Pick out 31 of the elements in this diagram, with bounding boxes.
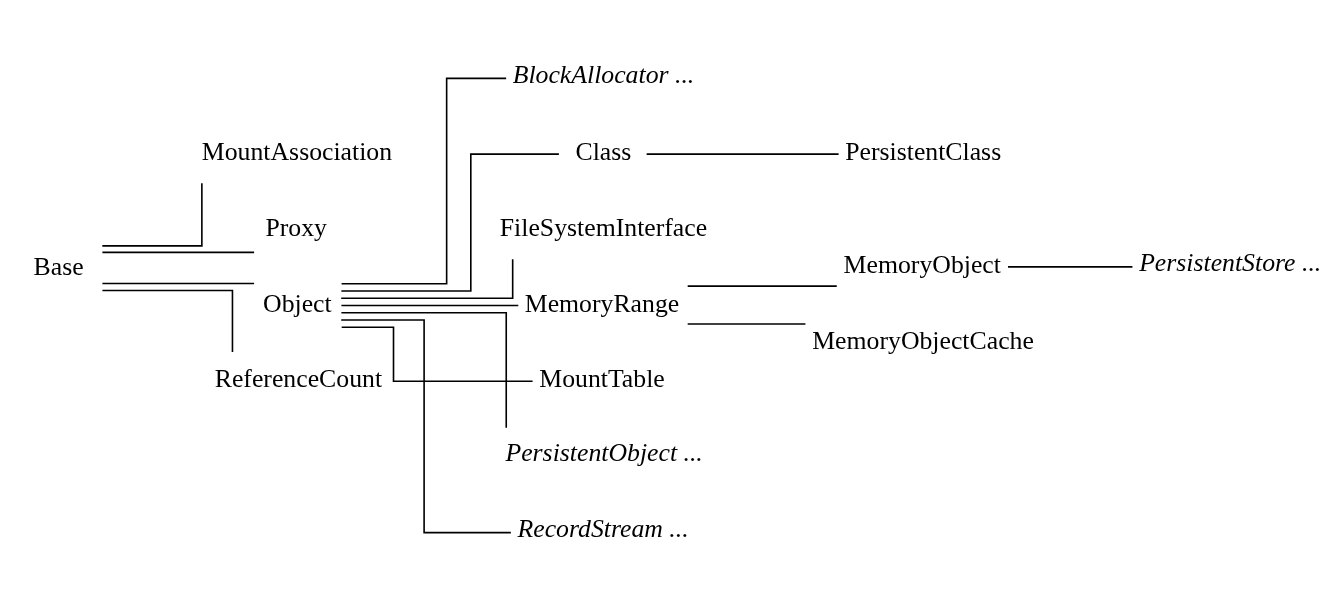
node-text: MountTable xyxy=(539,363,665,393)
connector xyxy=(686,322,807,325)
node-text: RecordStream ... xyxy=(517,513,689,543)
connector xyxy=(340,304,520,306)
node-text: MemoryObjectCache xyxy=(812,325,1034,355)
connector xyxy=(101,251,255,253)
node-text: PersistentClass xyxy=(845,136,1002,166)
connector xyxy=(340,311,508,429)
connector xyxy=(101,282,255,284)
connector xyxy=(101,181,203,247)
node-text: Proxy xyxy=(265,212,328,242)
node-text: PersistentObject ... xyxy=(505,437,703,467)
node-text: PersistentStore ... xyxy=(1139,247,1322,277)
connector xyxy=(340,325,534,382)
connector xyxy=(645,152,840,155)
node-text: MountAssociation xyxy=(201,136,393,166)
node-text: MemoryRange xyxy=(524,288,680,318)
connector xyxy=(686,284,838,287)
connector xyxy=(101,289,234,353)
node-text: Class xyxy=(575,136,632,166)
node-text: FileSystemInterface xyxy=(499,212,708,242)
node-text: Base xyxy=(33,251,84,281)
connector xyxy=(340,77,507,285)
node-text: MemoryObject xyxy=(843,249,1001,279)
connector xyxy=(1007,265,1134,268)
connector xyxy=(340,318,512,533)
connector xyxy=(340,152,560,292)
node-text: Object xyxy=(263,288,332,318)
connector xyxy=(340,257,514,299)
node-text: ReferenceCount xyxy=(214,363,383,393)
node-text: BlockAllocator ... xyxy=(512,59,695,89)
